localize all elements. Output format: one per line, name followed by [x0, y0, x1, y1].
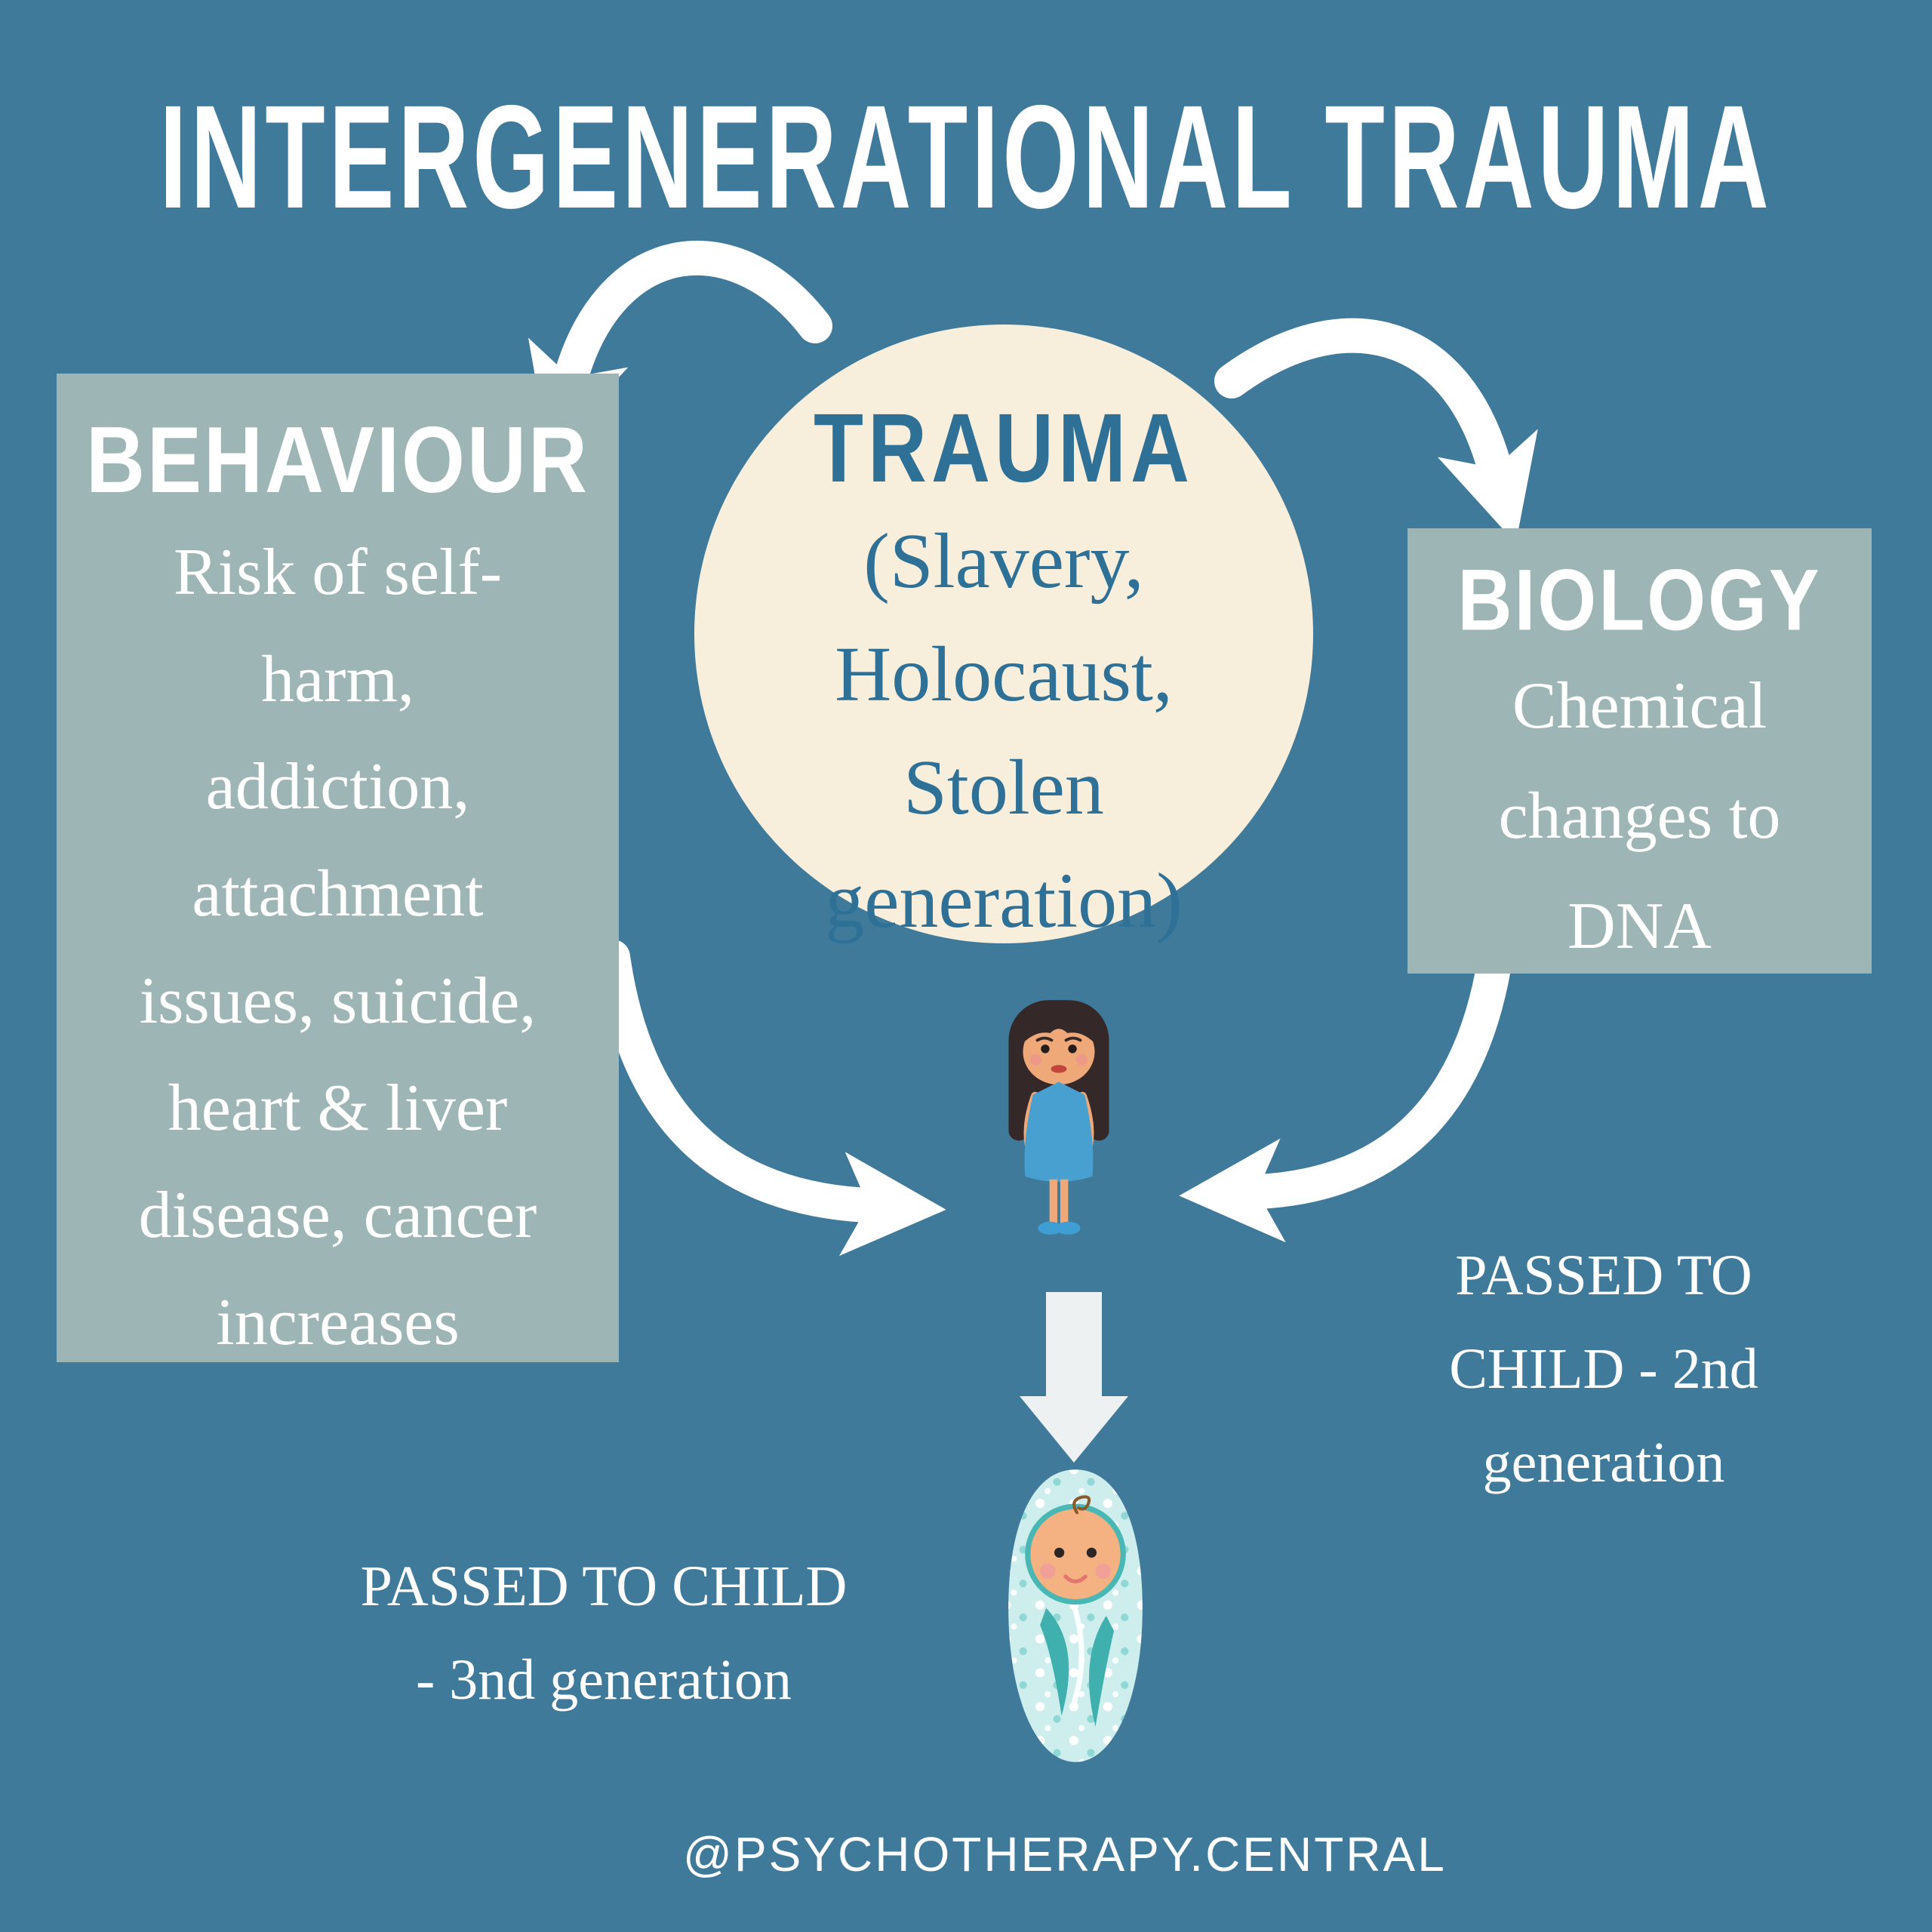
- biology-body: Chemical changes to DNA: [1498, 669, 1781, 963]
- curved-arrow-behaviour-to-child-icon: [595, 940, 946, 1257]
- passed-to-child-2nd-label: PASSED TO CHILD - 2nd generation: [1449, 1244, 1758, 1494]
- credit-handle: @PSYCHOTHERAPY.CENTRAL: [683, 1827, 1447, 1881]
- trauma-heading: TRAUMA: [814, 392, 1194, 503]
- passed-to-child-3rd-label: PASSED TO CHILD - 3nd generation: [360, 1555, 848, 1712]
- page-title: INTERGENERATIONAL TRAUMA: [159, 74, 1773, 239]
- baby-illustration: [1008, 1469, 1143, 1762]
- biology-heading: BIOLOGY: [1457, 552, 1822, 649]
- baby-face: [1025, 1503, 1126, 1605]
- biology-box: BIOLOGY Chemical changes to DNA: [1407, 528, 1872, 974]
- girl-shoe-right: [1056, 1221, 1081, 1235]
- curved-arrow-trauma-to-biology-icon: [1214, 318, 1538, 543]
- behaviour-body: Risk of self- harm, addiction, attachmen…: [138, 536, 537, 1359]
- curved-arrow-trauma-to-behaviour-icon: [528, 241, 832, 453]
- down-arrow-child-to-baby-icon: [1020, 1292, 1128, 1463]
- baby-hair-curl: [1072, 1495, 1091, 1515]
- behaviour-heading: BEHAVIOUR: [85, 407, 590, 512]
- curved-arrow-biology-to-child-icon: [1179, 932, 1514, 1243]
- girl-face: [1023, 1018, 1095, 1085]
- girl-illustration: [1008, 1000, 1109, 1235]
- trauma-circle: TRAUMA (Slavery, Holocaust, Stolen gener…: [694, 325, 1313, 944]
- behaviour-box: BEHAVIOUR Risk of self- harm, addiction,…: [57, 374, 619, 1362]
- girl-dress: [1024, 1081, 1094, 1183]
- girl-bangs: [1023, 1017, 1095, 1044]
- girl-shoe-left: [1038, 1221, 1063, 1235]
- trauma-examples: (Slavery, Holocaust, Stolen generation): [825, 518, 1183, 944]
